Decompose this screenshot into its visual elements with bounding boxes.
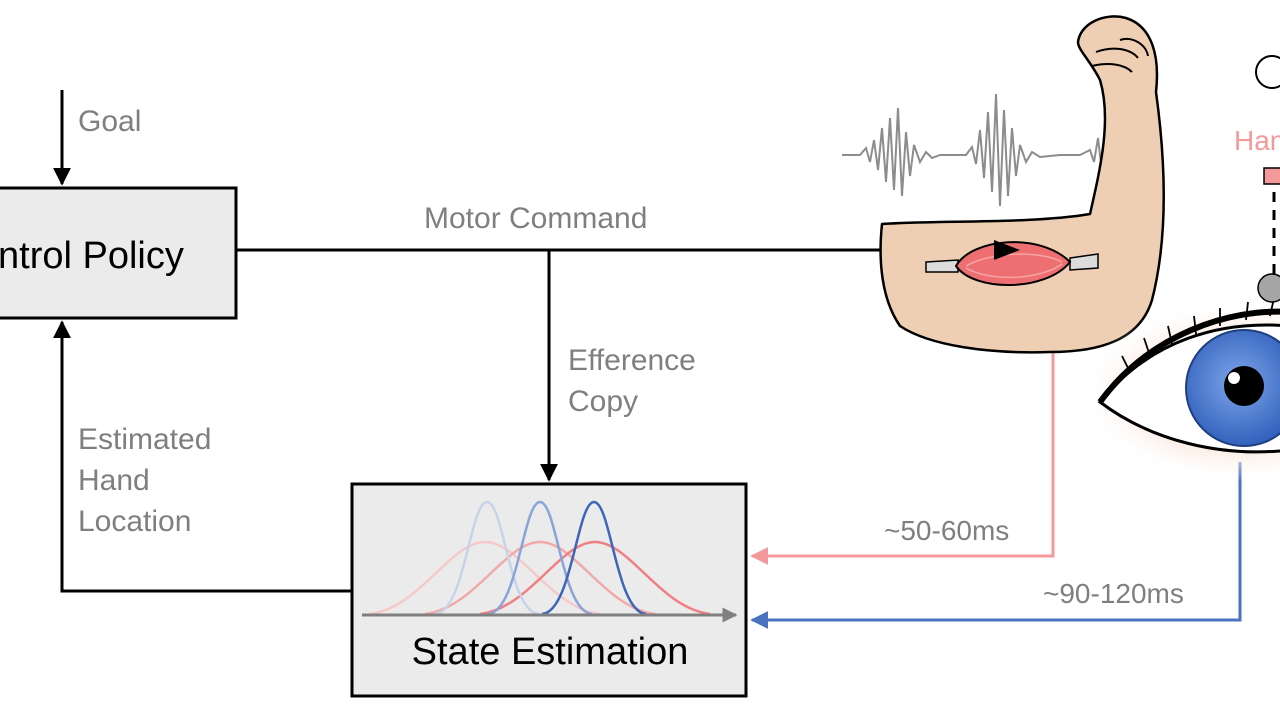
goal-label: Goal xyxy=(78,105,141,138)
visual-delay-label: ~90-120ms xyxy=(1043,578,1184,609)
estimated-label-line1: Estimated xyxy=(78,423,211,456)
control-policy-box xyxy=(0,186,238,320)
state-estimation-box xyxy=(350,482,748,698)
efference-label-line2: Copy xyxy=(568,385,638,418)
belief-curve-wide-1 xyxy=(369,540,601,616)
belief-curve-narrow-2 xyxy=(487,500,593,616)
efference-label-line1: Efference xyxy=(568,344,696,377)
eye-icon xyxy=(1080,297,1280,482)
proprioceptive-feedback-arrow xyxy=(750,326,1055,565)
motor-command-label: Motor Command xyxy=(424,202,647,235)
belief-curve-wide-2 xyxy=(424,540,656,616)
hand-legend-label: Han xyxy=(1234,125,1280,156)
proprioceptive-delay-label: ~50-60ms xyxy=(884,515,1009,546)
flexed-arm-icon xyxy=(879,15,1166,354)
state-estimation-label: State Estimation xyxy=(412,631,689,673)
motor-command-arrowhead xyxy=(994,240,1020,260)
legend-partial: Han xyxy=(1234,55,1280,303)
visual-feedback-arrow xyxy=(750,462,1242,629)
estimated-location-arrow xyxy=(53,320,352,593)
estimated-label-line3: Location xyxy=(78,505,191,538)
belief-curve-narrow-3 xyxy=(541,500,647,616)
belief-distributions xyxy=(362,500,738,623)
belief-curve-narrow-1 xyxy=(434,500,540,616)
control-policy-label: ntrol Policy xyxy=(0,235,184,277)
muscle-icon xyxy=(925,241,1099,286)
estimated-label-line2: Hand xyxy=(78,464,150,497)
